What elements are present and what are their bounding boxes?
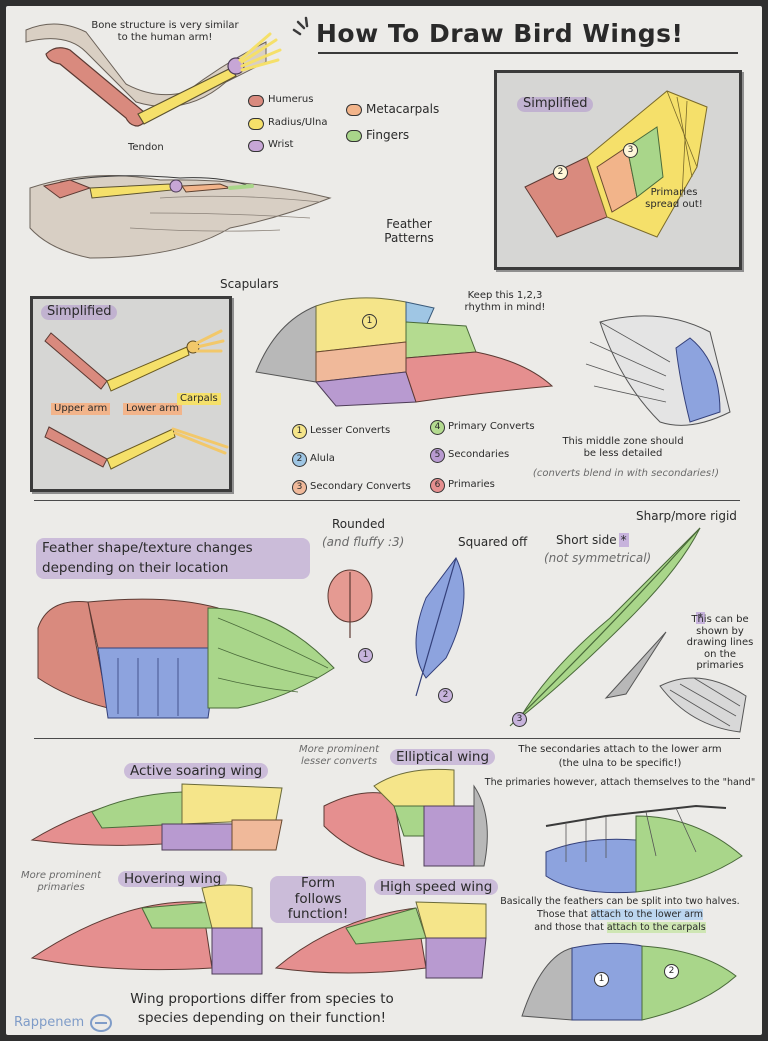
middle-zone-note: This middle zone should be less detailed bbox=[562, 436, 684, 459]
hovering-wing bbox=[30, 884, 263, 975]
shown-note: This can be shown by drawing lines on th… bbox=[686, 614, 754, 671]
legend-humerus: Humerus bbox=[268, 94, 314, 105]
legend-swatch-fingers bbox=[346, 130, 362, 142]
large-wing-colored bbox=[37, 598, 335, 719]
legend-fingers: Fingers bbox=[366, 128, 410, 142]
tendon-line bbox=[59, 175, 251, 187]
page-title: How To Draw Bird Wings! bbox=[316, 19, 684, 48]
simplified-left-panel: Simplified Upper arm Lower arm Carpals bbox=[30, 296, 232, 492]
elliptical-label: Elliptical wing bbox=[390, 749, 496, 766]
legend-swatch-wrist bbox=[248, 140, 264, 152]
form-follows-note: Form follows function! bbox=[270, 875, 366, 923]
primaries-spread-note: Primaries spread out! bbox=[645, 187, 703, 210]
attach-line1: The secondaries attach to the lower arm bbox=[518, 744, 722, 755]
legend-swatch-humerus bbox=[248, 95, 264, 107]
legend-swatch-radius bbox=[248, 118, 264, 130]
active-soaring-label: Active soaring wing bbox=[124, 763, 269, 780]
attachment-wing bbox=[545, 804, 743, 894]
legend-wrist: Wrist bbox=[268, 139, 294, 150]
prominent-primaries-note: More prominent primaries bbox=[20, 870, 102, 893]
attach-line3: The primaries however, attach themselves… bbox=[484, 777, 756, 788]
feather-patterns-label: Feather Patterns bbox=[384, 217, 434, 245]
lower-arm-label: Lower arm bbox=[123, 403, 182, 415]
middle-zone-wing bbox=[585, 315, 731, 426]
pattern-legend-num-6: 6 bbox=[430, 478, 445, 493]
scapulars-label: Scapulars bbox=[220, 277, 279, 291]
not-symmetrical-label: (not symmetrical) bbox=[544, 551, 652, 565]
legend-swatch-metacarpals bbox=[346, 104, 362, 116]
section-divider-1 bbox=[34, 500, 740, 501]
high-speed-wing bbox=[274, 901, 487, 979]
pattern-legend-num-5: 5 bbox=[430, 448, 445, 463]
rhythm-note: Keep this 1,2,3 rhythm in mind! bbox=[464, 290, 546, 313]
simplified-top-panel: Simplified 2 3 Primaries spread out! bbox=[494, 70, 742, 270]
pattern-legend-label-6: Primaries bbox=[448, 479, 495, 490]
pattern-legend-num-2: 2 bbox=[292, 452, 307, 467]
infographic-sheet: How To Draw Bird Wings! Bone structure i… bbox=[6, 6, 762, 1035]
high-speed-label: High speed wing bbox=[374, 879, 499, 896]
tendon-label: Tendon bbox=[128, 142, 164, 153]
prominent-lesser-note: More prominent lesser converts bbox=[298, 744, 380, 767]
fluffy-label: (and fluffy :3) bbox=[322, 535, 405, 549]
humerus-bone bbox=[45, 47, 147, 127]
footer-note: Wing proportions differ from species to … bbox=[130, 991, 394, 1026]
middle-zone-sub: (converts blend in with secondaries!) bbox=[532, 468, 720, 479]
simplified-arm-illustration bbox=[44, 329, 229, 470]
sparkle-icon bbox=[292, 16, 309, 36]
shown-note-asterisk: * bbox=[696, 612, 705, 624]
arm-bones-illustration bbox=[25, 23, 282, 127]
elliptical-wing bbox=[323, 768, 488, 867]
shape-num-2: 2 bbox=[438, 688, 453, 703]
simplified-top-num-2: 2 bbox=[553, 165, 568, 180]
legend-metacarpals: Metacarpals bbox=[366, 102, 440, 116]
simplified-left-title: Simplified bbox=[41, 304, 118, 320]
pattern-legend-num-1: 1 bbox=[292, 424, 307, 439]
pattern-legend-label-5: Secondaries bbox=[448, 449, 510, 460]
signature: Rappenem bbox=[14, 1015, 85, 1030]
legend-radius-ulna: Radius/Ulna bbox=[268, 117, 328, 128]
split-note: Basically the feathers can be split into… bbox=[500, 896, 740, 933]
active-soaring-wing bbox=[30, 783, 283, 851]
simplified-top-num-3: 3 bbox=[623, 143, 638, 158]
short-side-label: Short side* bbox=[556, 533, 629, 547]
carpals-label: Carpals bbox=[177, 393, 221, 405]
rounded-label: Rounded bbox=[332, 517, 385, 531]
anatomy-note: Bone structure is very similar to the hu… bbox=[91, 20, 239, 43]
pattern-legend-num-3: 3 bbox=[292, 480, 307, 495]
sharp-label: Sharp/more rigid bbox=[636, 509, 737, 523]
shape-num-1: 1 bbox=[358, 648, 373, 663]
pattern-legend-label-3: Secondary Converts bbox=[310, 481, 411, 492]
section-divider-2 bbox=[34, 738, 740, 739]
grey-feather-illustration bbox=[604, 631, 667, 699]
pattern-num-1: 1 bbox=[362, 314, 377, 329]
round-feather-illustration bbox=[327, 569, 373, 638]
signature-logo-icon bbox=[90, 1014, 112, 1032]
pattern-legend-label-2: Alula bbox=[310, 453, 335, 464]
feather-pattern-wing bbox=[255, 297, 554, 407]
attach-line2: (the ulna to be specific!) bbox=[558, 758, 682, 769]
hovering-label: Hovering wing bbox=[118, 871, 228, 888]
simplified-top-title: Simplified bbox=[517, 96, 594, 112]
pattern-legend-num-4: 4 bbox=[430, 420, 445, 435]
split-halves-wing bbox=[521, 942, 737, 1021]
split-num-1: 1 bbox=[594, 972, 609, 987]
pattern-legend-label-1: Lesser Converts bbox=[310, 425, 391, 436]
split-num-2: 2 bbox=[664, 964, 679, 979]
shape-num-3: 3 bbox=[512, 712, 527, 727]
squared-label: Squared off bbox=[458, 535, 528, 549]
simplified-wing-illustration bbox=[524, 90, 708, 238]
grey-wing-illustration bbox=[659, 677, 747, 733]
title-underline bbox=[318, 52, 738, 54]
blue-feather-illustration bbox=[415, 557, 465, 697]
finger-bones bbox=[238, 32, 282, 72]
pattern-legend-label-4: Primary Converts bbox=[448, 421, 535, 432]
upper-arm-label: Upper arm bbox=[51, 403, 111, 415]
radius-ulna-bone bbox=[137, 67, 237, 125]
wing-skeleton-illustration bbox=[29, 175, 332, 259]
shape-heading-line1: Feather shape/texture changes depending … bbox=[36, 538, 310, 579]
